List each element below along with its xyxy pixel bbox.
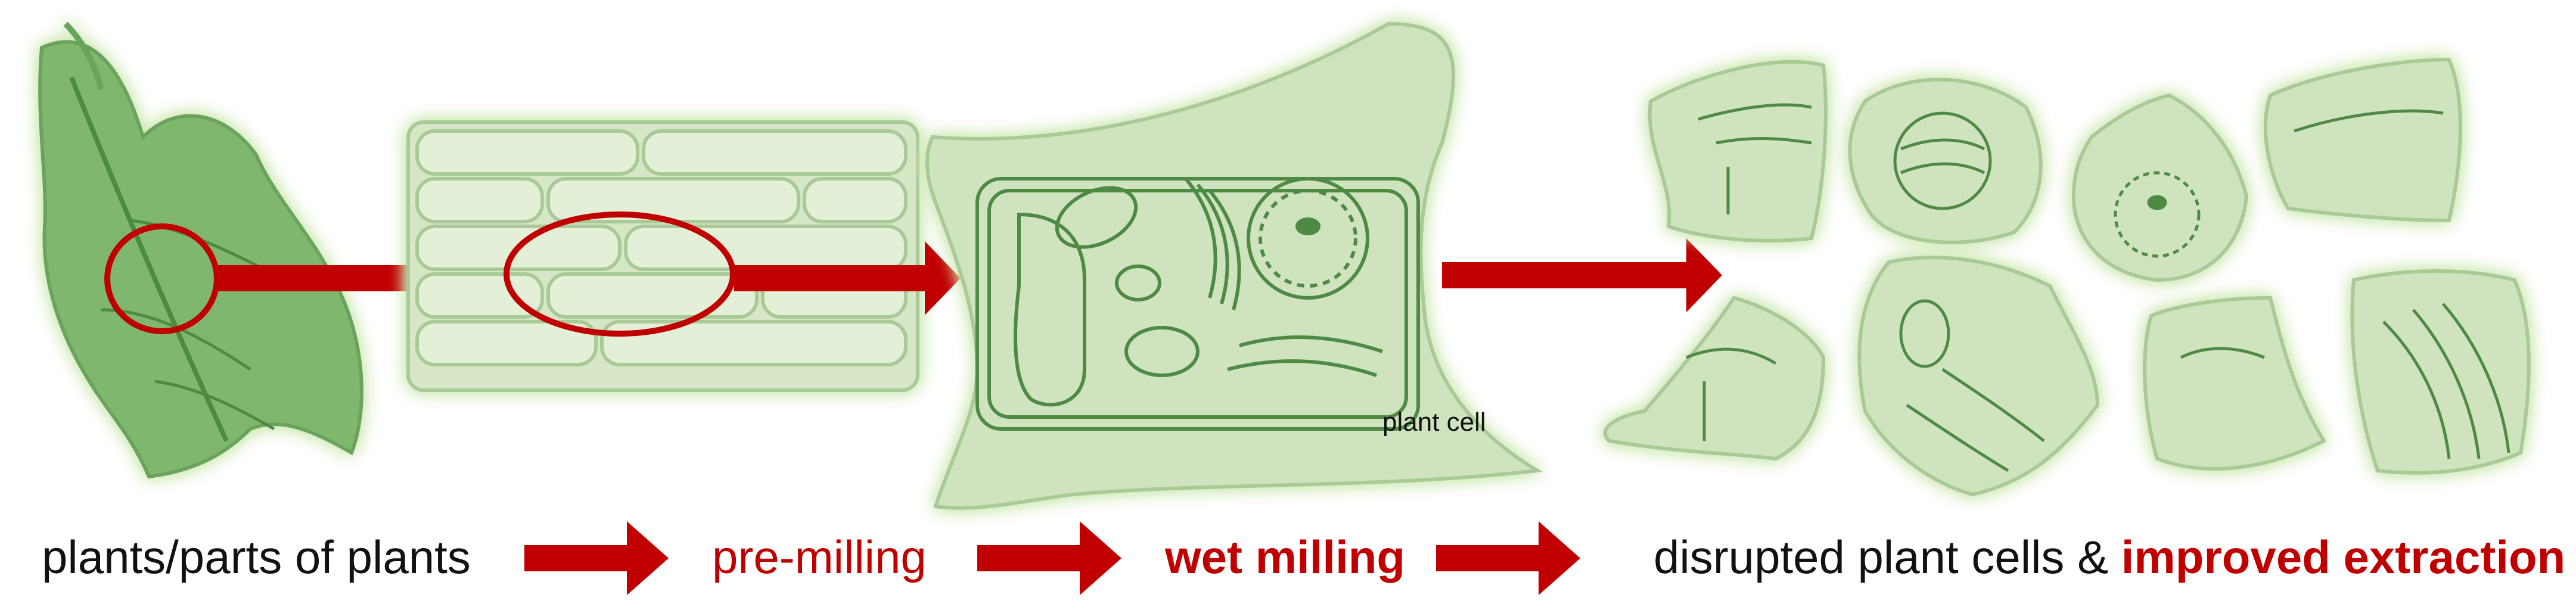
disrupted-cell-fragments [1603, 57, 2531, 497]
caption-disrupted-prefix: disrupted plant cells & [1654, 531, 2121, 583]
bottom-arrow-3 [1436, 521, 1580, 595]
bottom-arrow-2 [977, 521, 1121, 595]
bottom-arrow-1 [524, 521, 669, 595]
fragment-1 [1648, 60, 1828, 242]
top-arrow-2 [734, 241, 961, 315]
fragment-8 [2350, 269, 2531, 475]
leaf-illustration [38, 21, 363, 479]
leaf-magnify-circle [104, 223, 220, 334]
tissue-cell-grid [415, 129, 908, 366]
caption-pre-milling: pre-milling [712, 531, 927, 583]
fragment-6 [1857, 256, 2100, 497]
fragment-4 [2263, 57, 2462, 223]
plant-cell-organelles [975, 177, 1420, 431]
top-arrow-3 [1442, 238, 1722, 312]
fragment-organelle-lines [1686, 103, 2510, 472]
caption-improved-extraction: improved extraction [2121, 531, 2566, 583]
plant-cell-label: plant cell [1382, 407, 1486, 437]
caption-wet-milling: wet milling [1165, 531, 1406, 583]
fragment-3 [2071, 93, 2249, 282]
fragment-7 [2143, 295, 2327, 471]
fragment-5 [1603, 295, 1826, 461]
fragment-2 [1848, 77, 2043, 244]
tissue-magnify-ellipse [504, 211, 736, 337]
caption-disrupted: disrupted plant cells & improved extract… [1654, 524, 2565, 590]
caption-plants: plants/parts of plants [42, 531, 471, 583]
